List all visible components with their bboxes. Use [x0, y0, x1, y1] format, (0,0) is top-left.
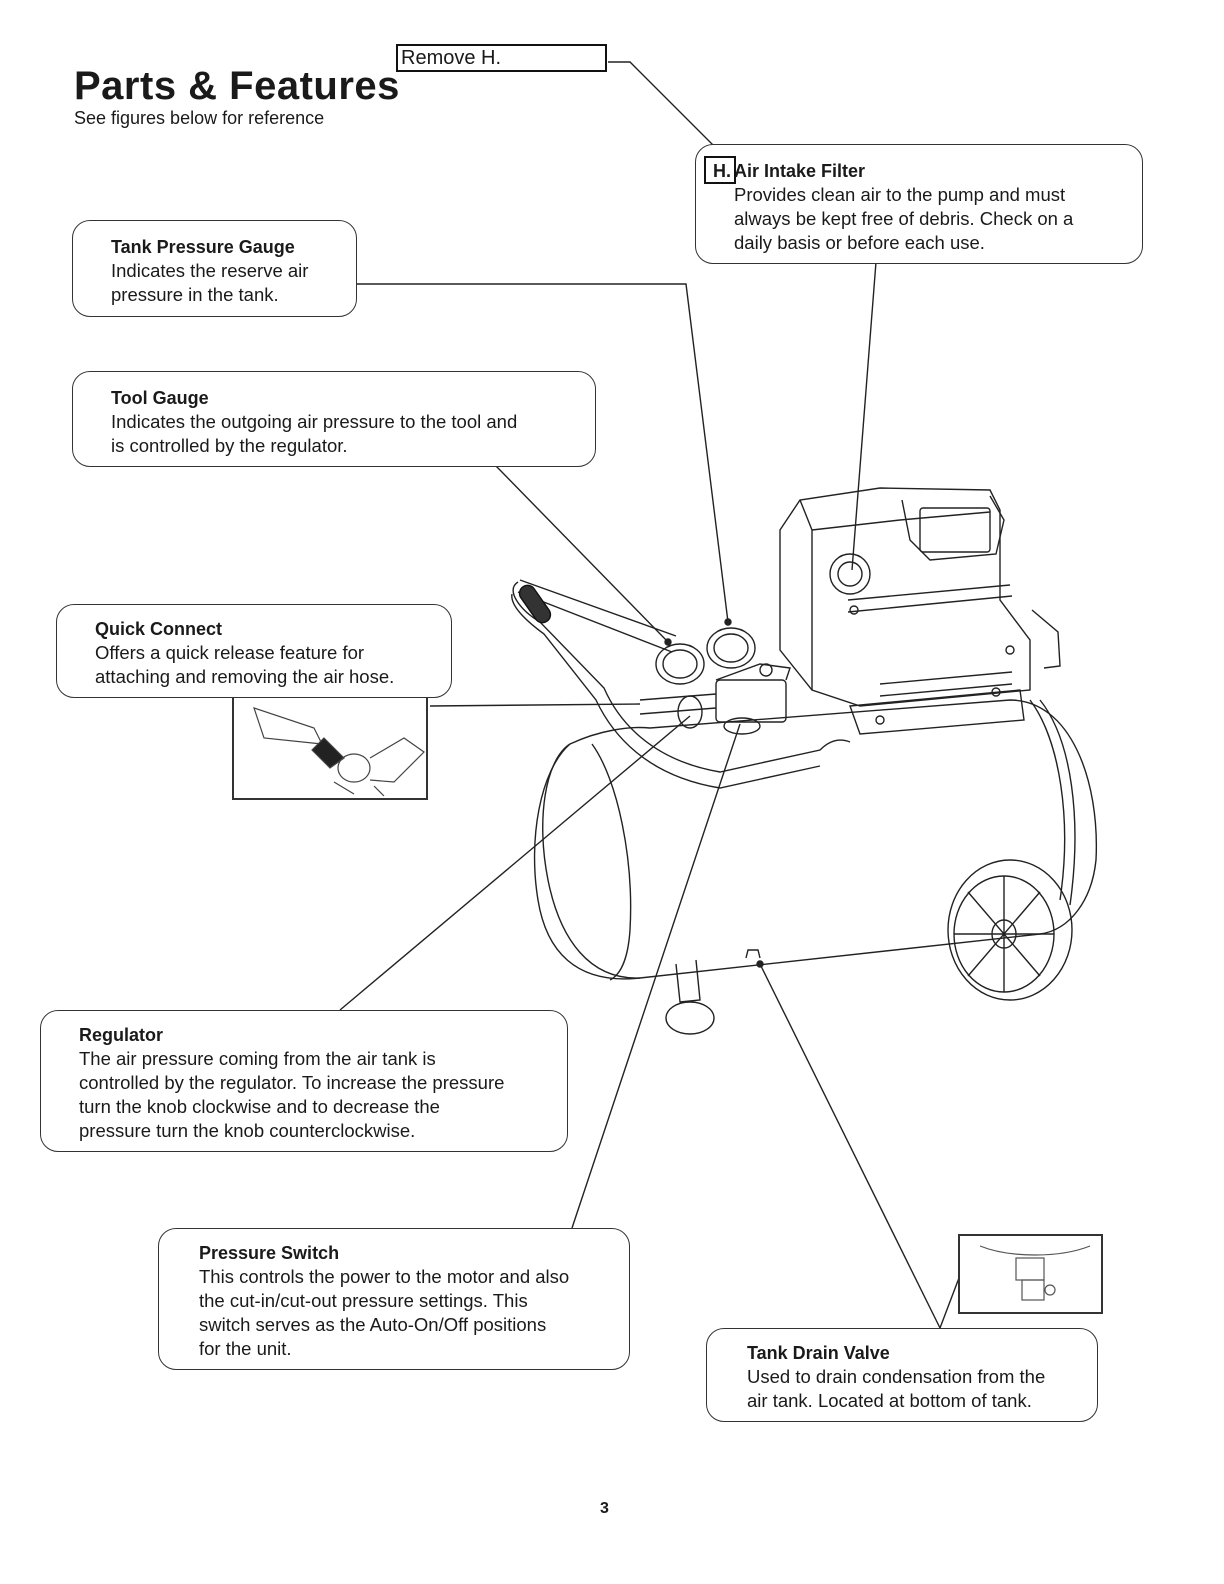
callout-tool-gauge: Tool Gauge Indicates the outgoing air pr… — [72, 371, 596, 467]
leader-quick-connect — [429, 703, 641, 707]
h-marker-letter: H. — [713, 161, 731, 181]
callout-line: for the unit. — [199, 1338, 292, 1359]
leader-air-intake — [851, 261, 877, 571]
quick-connect-inset — [232, 696, 428, 800]
callout-line: always be kept free of debris. Check on … — [734, 208, 1074, 229]
handle — [511, 579, 851, 789]
callout-line: pressure in the tank. — [111, 284, 279, 305]
leader-remove-h — [608, 61, 717, 149]
callout-air-intake-filter: Air Intake Filter Provides clean air to … — [695, 144, 1143, 264]
tank-foot — [665, 949, 764, 1035]
callout-title: Regulator — [79, 1025, 164, 1045]
gauges — [655, 618, 756, 685]
leader-tool-gauge — [495, 465, 669, 643]
callout-title: Tank Drain Valve — [747, 1343, 890, 1363]
callout-title: Pressure Switch — [199, 1243, 340, 1263]
callout-line: Offers a quick release feature for — [95, 642, 365, 663]
callout-title: Quick Connect — [95, 619, 223, 639]
callout-line: daily basis or before each use. — [734, 232, 985, 253]
page-number: 3 — [600, 1500, 609, 1517]
h-marker-box — [704, 156, 736, 184]
callout-line: Used to drain condensation from the — [747, 1366, 1046, 1387]
callout-line: The air pressure coming from the air tan… — [79, 1048, 436, 1069]
callout-line: This controls the power to the motor and… — [199, 1266, 570, 1287]
remove-note: Remove H. — [396, 44, 607, 72]
callout-line: air tank. Located at bottom of tank. — [747, 1390, 1032, 1411]
callout-line: Indicates the reserve air — [111, 260, 309, 281]
callout-line: the cut-in/cut-out pressure settings. Th… — [199, 1290, 528, 1311]
callout-pressure-switch: Pressure Switch This controls the power … — [158, 1228, 630, 1370]
callout-regulator: Regulator The air pressure coming from t… — [40, 1010, 568, 1152]
callout-title: Tank Pressure Gauge — [111, 237, 295, 257]
air-tank — [533, 699, 1098, 981]
callout-line: Indicates the outgoing air pressure to t… — [111, 411, 518, 432]
wheel — [947, 859, 1073, 1001]
quick-connect-detail-icon — [253, 707, 425, 797]
leader-regulator — [339, 715, 691, 1011]
callout-title: Air Intake Filter — [734, 161, 866, 181]
callout-line: turn the knob clockwise and to decrease … — [79, 1096, 440, 1117]
drain-valve-inset — [958, 1234, 1103, 1314]
motor-housing — [779, 487, 1061, 735]
leader-tank-gauge — [356, 283, 729, 623]
callout-line: attaching and removing the air hose. — [95, 666, 395, 687]
drain-valve-detail-icon — [979, 1245, 1091, 1301]
callout-line: is controlled by the regulator. — [111, 435, 348, 456]
page-subtitle: See figures below for reference — [74, 108, 325, 128]
callout-line: switch serves as the Auto-On/Off positio… — [199, 1314, 547, 1335]
callout-line: Provides clean air to the pump and must — [734, 184, 1066, 205]
callout-title: Tool Gauge — [111, 388, 209, 408]
callout-tank-pressure-gauge: Tank Pressure Gauge Indicates the reserv… — [72, 220, 357, 317]
page-title: Parts & Features — [74, 64, 400, 108]
callout-quick-connect: Quick Connect Offers a quick release fea… — [56, 604, 452, 698]
callout-tank-drain-valve: Tank Drain Valve Used to drain condensat… — [706, 1328, 1098, 1422]
callout-line: controlled by the regulator. To increase… — [79, 1072, 505, 1093]
callout-line: pressure turn the knob counterclockwise. — [79, 1120, 416, 1141]
regulator-assembly — [639, 663, 791, 735]
leader-drain-valve — [759, 963, 941, 1329]
